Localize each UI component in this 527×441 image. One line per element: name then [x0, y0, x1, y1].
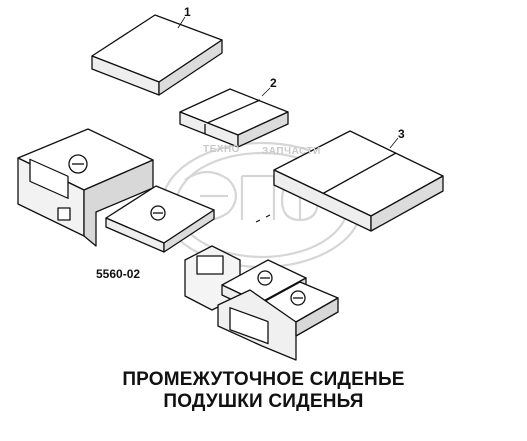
callout-3: 3 — [398, 127, 405, 141]
figure-code: 5560-02 — [96, 267, 141, 281]
cushion-part-2 — [179, 88, 289, 148]
leader-line-2 — [261, 87, 271, 97]
callout-2: 2 — [270, 76, 277, 90]
seat-pad — [105, 185, 215, 253]
cushion-part-3 — [273, 130, 444, 232]
seat-base-assembly — [17, 128, 154, 247]
callout-1: 1 — [184, 5, 191, 19]
small-bracket — [255, 214, 271, 223]
leader-line-3 — [389, 137, 399, 149]
caption-line-1: ПРОМЕЖУТОЧНОЕ СИДЕНЬЕ — [122, 369, 405, 390]
watermark-text-left: ТЕХНО — [203, 144, 240, 155]
leader-line-1 — [177, 16, 186, 29]
watermark-text-right: ЗАПЧАСТИ — [262, 146, 321, 157]
cushion-part-1 — [91, 14, 223, 96]
caption-line-2: ПОДУШКИ СИДЕНЬЯ — [163, 391, 364, 412]
lower-seat-assembly — [184, 245, 339, 361]
